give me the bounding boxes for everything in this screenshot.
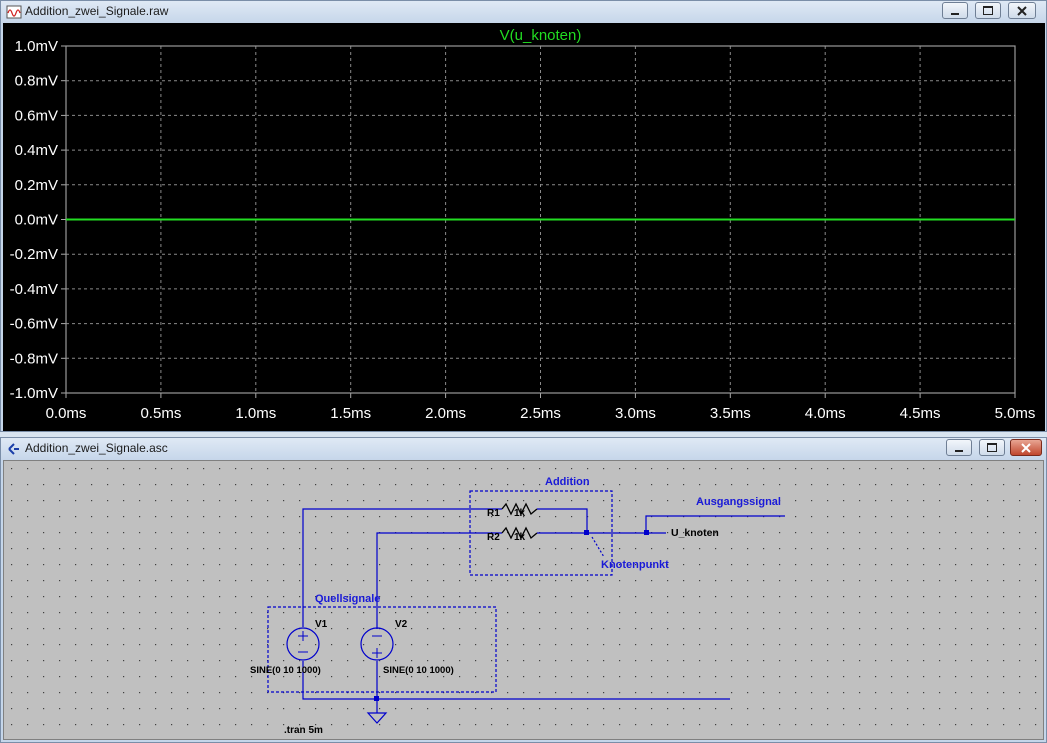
y-tick-label: -0.4mV bbox=[10, 281, 58, 298]
minimize-icon bbox=[951, 12, 959, 15]
close-icon bbox=[1017, 5, 1027, 16]
junction-dot bbox=[374, 696, 379, 701]
close-icon bbox=[1021, 442, 1031, 453]
resistor-r1[interactable] bbox=[501, 502, 538, 516]
x-tick-label: 2.0ms bbox=[425, 405, 466, 422]
y-tick-label: 0.6mV bbox=[15, 107, 58, 124]
source-v2[interactable] bbox=[360, 627, 394, 661]
x-tick-label: 4.5ms bbox=[900, 405, 941, 422]
source-v1-name[interactable]: V1 bbox=[315, 619, 328, 630]
waveform-window-title: Addition_zwei_Signale.raw bbox=[25, 4, 169, 18]
x-tick-label: 3.0ms bbox=[615, 405, 656, 422]
wire-r1-to-node[interactable] bbox=[537, 508, 588, 533]
y-tick-label: 0.0mV bbox=[15, 212, 58, 229]
waveform-plot-area[interactable]: 0.0ms 0.5ms 1.0ms 1.5ms 2.0ms 2.5ms 3.0ms 3.5ms… bbox=[3, 23, 1045, 431]
schematic-titlebar[interactable]: Addition_zwei_Signale.asc bbox=[1, 438, 1046, 460]
schematic-window: Addition_zwei_Signale.asc bbox=[0, 437, 1047, 743]
schematic-canvas[interactable]: Addition Ausgangssignal Knotenpunkt Quel… bbox=[3, 460, 1044, 740]
label-addition[interactable]: Addition bbox=[545, 476, 590, 488]
resistor-r2[interactable] bbox=[501, 526, 538, 540]
waveform-titlebar[interactable]: Addition_zwei_Signale.raw bbox=[1, 1, 1046, 23]
resistor-r1-value[interactable]: 1k bbox=[514, 508, 526, 519]
schematic-close-button[interactable] bbox=[1010, 439, 1042, 456]
quellsignale-box[interactable] bbox=[267, 606, 497, 693]
label-knotenpunkt[interactable]: Knotenpunkt bbox=[601, 559, 669, 571]
trace-title: V(u_knoten) bbox=[500, 27, 582, 44]
waveform-chart: 0.0ms 0.5ms 1.0ms 1.5ms 2.0ms 2.5ms 3.0ms 3.5ms… bbox=[10, 27, 1036, 422]
source-v2-name[interactable]: V2 bbox=[395, 619, 408, 630]
junction-dot bbox=[644, 530, 649, 535]
wire-ausgangssignal[interactable] bbox=[645, 515, 785, 533]
close-button[interactable] bbox=[1008, 2, 1036, 19]
x-tick-label: 2.5ms bbox=[520, 405, 561, 422]
y-tick-label: -0.8mV bbox=[10, 350, 58, 367]
restore-icon bbox=[983, 6, 993, 15]
ground-icon[interactable] bbox=[366, 712, 388, 724]
waveform-app-icon bbox=[6, 5, 22, 19]
waveform-window: Addition_zwei_Signale.raw 0.0ms 0.5ms 1.0m… bbox=[0, 0, 1047, 432]
grid-dots bbox=[4, 461, 1043, 739]
x-tick-label: 4.0ms bbox=[805, 405, 846, 422]
x-tick-label: 0.5ms bbox=[140, 405, 181, 422]
restore-icon bbox=[987, 443, 997, 452]
wire-ground-bus[interactable] bbox=[302, 661, 730, 700]
resistor-r1-name[interactable]: R1 bbox=[487, 508, 500, 519]
x-tick-label: 0.0ms bbox=[46, 405, 87, 422]
minimize-icon bbox=[955, 449, 963, 452]
x-tick-label: 3.5ms bbox=[710, 405, 751, 422]
wire-v1-to-r1[interactable] bbox=[302, 508, 502, 627]
schematic-minimize-button[interactable] bbox=[946, 439, 972, 456]
label-quellsignale[interactable]: Quellsignale bbox=[315, 593, 380, 605]
schematic-maximize-button[interactable] bbox=[979, 439, 1005, 456]
x-tick-label: 5.0ms bbox=[995, 405, 1036, 422]
schematic-window-title: Addition_zwei_Signale.asc bbox=[25, 441, 168, 455]
label-ausgangssignal[interactable]: Ausgangssignal bbox=[696, 496, 781, 508]
source-v2-value[interactable]: SINE(0 10 1000) bbox=[383, 665, 454, 676]
schematic-app-icon bbox=[8, 443, 19, 455]
resistor-r2-value[interactable]: 1k bbox=[514, 532, 526, 543]
source-v1[interactable] bbox=[286, 627, 320, 661]
y-tick-label: -1.0mV bbox=[10, 385, 58, 402]
maximize-button[interactable] bbox=[975, 2, 1001, 19]
y-tick-label: -0.2mV bbox=[10, 246, 58, 263]
schematic-drawing: Addition Ausgangssignal Knotenpunkt Quel… bbox=[4, 461, 1043, 739]
source-v1-value[interactable]: SINE(0 10 1000) bbox=[250, 665, 321, 676]
y-tick-label: -0.6mV bbox=[10, 316, 58, 333]
x-tick-label: 1.0ms bbox=[235, 405, 276, 422]
y-tick-label: 0.8mV bbox=[15, 73, 58, 90]
y-tick-label: 1.0mV bbox=[15, 38, 58, 55]
junction-dot bbox=[584, 530, 589, 535]
wire-v2-to-r2[interactable] bbox=[376, 532, 502, 629]
minimize-button[interactable] bbox=[942, 2, 968, 19]
resistor-r2-name[interactable]: R2 bbox=[487, 532, 500, 543]
y-tick-label: 0.4mV bbox=[15, 142, 58, 159]
spice-directive-tran[interactable]: .tran 5m bbox=[284, 725, 323, 736]
y-tick-label: 0.2mV bbox=[15, 177, 58, 194]
net-label-u-knoten[interactable]: U_knoten bbox=[671, 527, 719, 539]
x-tick-label: 1.5ms bbox=[330, 405, 371, 422]
